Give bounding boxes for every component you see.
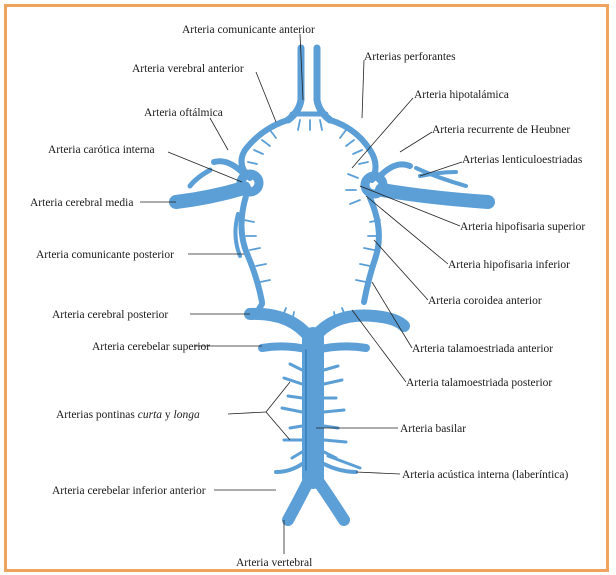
label-acustica-interna: Arteria acústica interna (laberíntica): [402, 469, 569, 481]
label-hipofisaria-superior: Arteria hipofisaria superior: [460, 221, 585, 233]
label-comunicante-posterior: Arteria comunicante posterior: [36, 249, 174, 261]
label-basilar: Arteria basilar: [400, 423, 466, 435]
label-oftalmica: Arteria oftálmica: [144, 107, 223, 119]
label-talamoestriada-anterior: Arteria talamoestriada anterior: [412, 343, 553, 355]
label-cerebral-posterior: Arteria cerebral posterior: [52, 309, 168, 321]
label-comunicante-anterior: Arteria comunicante anterior: [182, 24, 315, 36]
label-lenticuloestriadas: Arterias lenticuloestriadas: [462, 154, 583, 166]
label-perforantes: Arterias perforantes: [364, 51, 456, 63]
label-pontinas: Arterias pontinas curta y longa: [56, 409, 200, 421]
label-cerebelar-inferior-anterior: Arteria cerebelar inferior anterior: [52, 485, 206, 497]
label-cerebelar-superior: Arteria cerebelar superior: [92, 341, 210, 353]
label-hipotalamica: Arteria hipotalámica: [414, 89, 509, 101]
label-cerebral-media: Arteria cerebral media: [30, 197, 133, 209]
label-coroidea-anterior: Arteria coroidea anterior: [428, 295, 542, 307]
label-talamoestriada-posterior: Arteria talamoestriada posterior: [406, 377, 552, 389]
label-carotida-interna: Arteria carótica interna: [48, 144, 155, 156]
label-cerebral-anterior: Arteria verebral anterior: [132, 63, 244, 75]
label-vertebral: Arteria vertebral: [236, 557, 312, 569]
label-recurrente-heubner: Arteria recurrente de Heubner: [432, 124, 570, 136]
label-hipofisaria-inferior: Arteria hipofisaria inferior: [448, 259, 570, 271]
